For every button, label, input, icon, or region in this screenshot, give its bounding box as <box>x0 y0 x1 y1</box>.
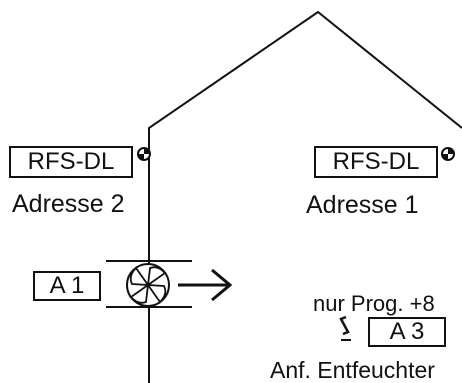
airflow-arrow-icon <box>178 268 233 302</box>
rfs-left-tag: RFS-DL <box>9 146 133 178</box>
fan-icon <box>126 263 170 307</box>
dehumidifier-output-tag: A 3 <box>368 317 446 347</box>
rfs-left-sensor-icon <box>137 147 151 161</box>
dehumidifier-condition: nur Prog. +8 <box>313 291 435 316</box>
house-outline <box>148 10 462 383</box>
rfs-right-sensor-icon <box>441 147 455 161</box>
humidistat-switch-icon <box>339 315 350 336</box>
rfs-right-address: Adresse 1 <box>306 191 419 219</box>
rfs-right-tag: RFS-DL <box>314 146 438 178</box>
dehumidifier-label: Anf. Entfeuchter <box>270 357 435 383</box>
fan-output-tag: A 1 <box>33 271 101 301</box>
rfs-left-address: Adresse 2 <box>12 190 125 218</box>
